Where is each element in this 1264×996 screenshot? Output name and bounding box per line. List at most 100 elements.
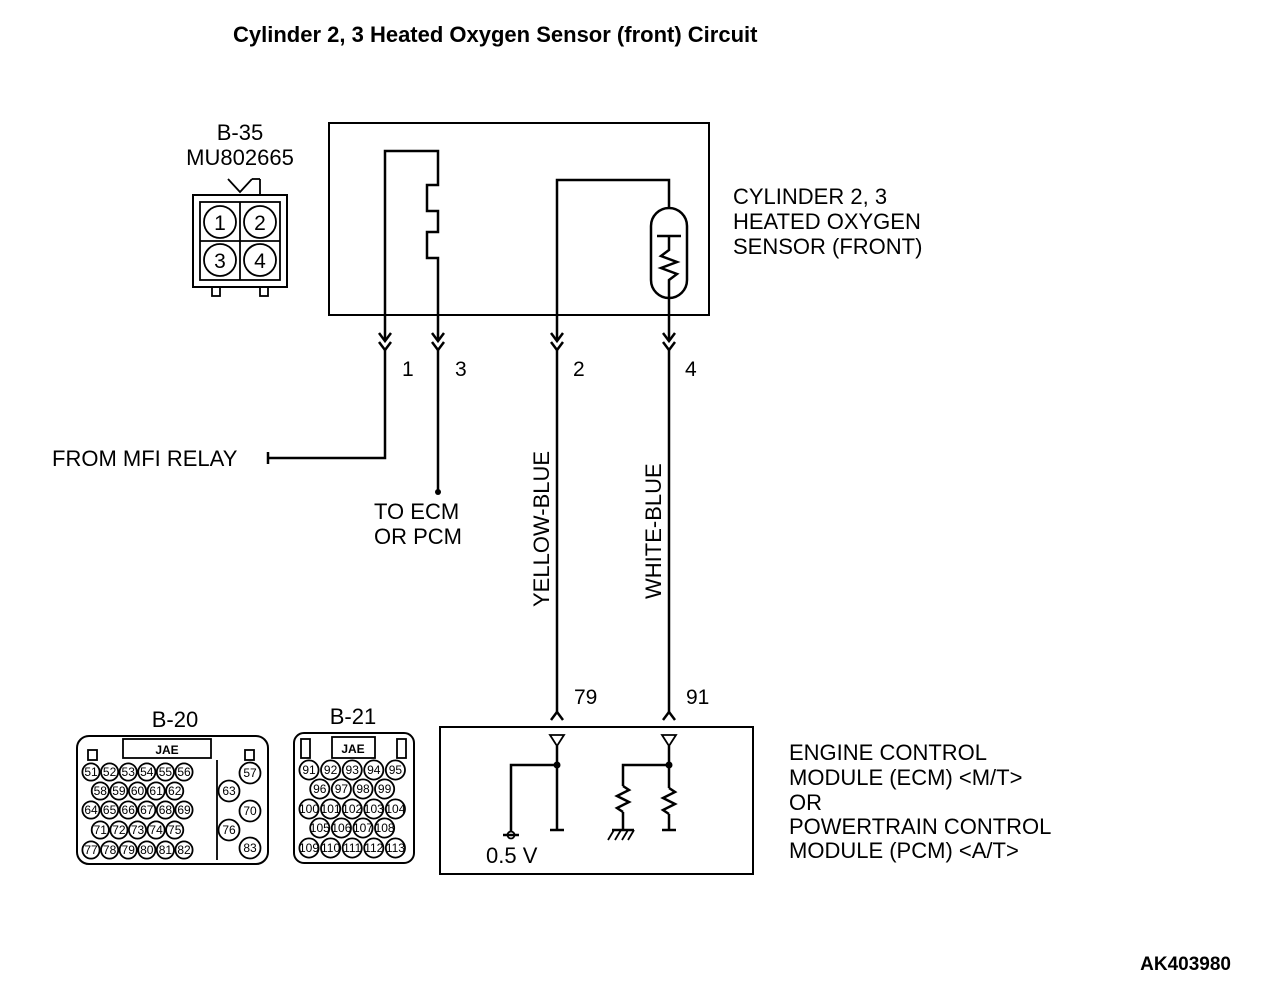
from-mfi-relay-label: FROM MFI RELAY <box>52 446 238 471</box>
connector-pin-label: 72 <box>112 823 126 837</box>
connector-pin-circle <box>341 798 363 820</box>
sensor-heater <box>555 178 689 340</box>
connector-pin-circle <box>137 840 157 860</box>
connector-pin-circle <box>309 778 331 800</box>
connector-pin-circle <box>100 840 120 860</box>
connector-pin-circle <box>298 837 320 859</box>
connector-pin-label: 83 <box>243 841 257 855</box>
connector-pin-label: 68 <box>159 803 173 817</box>
to-ecm-label: TO ECM <box>374 499 459 524</box>
connector-pin-label: 55 <box>159 765 173 779</box>
connector-pin-label: 52 <box>103 765 117 779</box>
connector-pin-label: 94 <box>367 763 381 777</box>
ecm-outline <box>439 726 754 875</box>
oxygen-sensor: CYLINDER 2, 3 HEATED OXYGEN SENSOR (FRON… <box>328 122 922 381</box>
connector-b35-pin: 1 <box>214 212 226 235</box>
connector-pin-label: 95 <box>389 763 403 777</box>
connector-pin-circle <box>217 779 241 803</box>
connector-pin-circle <box>174 762 194 782</box>
connector-pin-circle <box>374 817 396 839</box>
figure-id: AK403980 <box>1140 954 1231 975</box>
connector-pin-label: 70 <box>243 804 257 818</box>
connector-pin-label: 58 <box>94 784 108 798</box>
sensor-label: SENSOR (FRONT) <box>733 234 922 259</box>
connector-pin-circle <box>320 759 342 781</box>
connector-pin-label: 57 <box>243 766 257 780</box>
connector-pin-circle <box>174 800 194 820</box>
connector-pin-circle <box>118 762 138 782</box>
connector-pin-label: 66 <box>122 803 136 817</box>
sensor-element <box>383 149 440 340</box>
wiring <box>266 350 671 712</box>
connector-pin-label: 101 <box>321 802 341 816</box>
connector-pin-circle <box>155 800 175 820</box>
connector-pin-circle <box>90 820 110 840</box>
connector-pin-label: 108 <box>375 821 395 835</box>
connector-pin-label: 100 <box>299 802 319 816</box>
connector-pin-circle <box>137 762 157 782</box>
ecm-label: OR <box>789 790 822 815</box>
sensor-pin-label: 2 <box>573 358 585 381</box>
connector-pin-circle <box>384 798 406 820</box>
connector-b35-name: B-35 <box>217 120 263 145</box>
connector-pin-label: 69 <box>177 803 191 817</box>
connector-pin-circle <box>298 759 320 781</box>
connector-pin-circle <box>155 840 175 860</box>
connector-pin-label: 113 <box>386 841 405 855</box>
connector-pin-label: 92 <box>324 763 338 777</box>
connector-pin-label: 91 <box>302 763 316 777</box>
connector-pin-circle <box>384 837 406 859</box>
connector-pin-circle <box>118 840 138 860</box>
connector-pin-circle <box>146 781 166 801</box>
connector-pin-label: 81 <box>159 843 173 857</box>
sensor-connector-arrows <box>378 332 676 353</box>
connector-pin-label: 104 <box>385 802 405 816</box>
connector-pin-label: 75 <box>168 823 182 837</box>
connector-pin-circle <box>330 817 352 839</box>
connector-pin-label: 54 <box>140 765 154 779</box>
sensor-pin-label: 3 <box>455 358 467 381</box>
connector-b35-pin: 3 <box>214 250 226 273</box>
connector-pin-circle <box>109 820 129 840</box>
connector-pin-circle <box>137 800 157 820</box>
connector-pin-circle <box>341 837 363 859</box>
sensor-pin-label: 4 <box>685 358 697 381</box>
connector-pin-circle <box>174 840 194 860</box>
connector-pin-label: 73 <box>131 823 145 837</box>
connector-pin-circle <box>238 799 262 823</box>
connector-pin-label: 77 <box>84 843 98 857</box>
sensor-outline <box>328 122 710 316</box>
connector-pin-label: 96 <box>313 782 327 796</box>
connector-b35-pin: 4 <box>254 250 266 273</box>
ecm-label: MODULE (ECM) <M/T> <box>789 765 1022 790</box>
ecm-label: MODULE (PCM) <A/T> <box>789 838 1019 863</box>
connector-pin-circle <box>81 800 101 820</box>
connector-pin-circle <box>165 820 185 840</box>
connector-pin-label: 107 <box>353 821 373 835</box>
connector-pin-circle <box>127 781 147 801</box>
connector-b21-name: B-21 <box>330 704 376 729</box>
connector-pin-label: 99 <box>378 782 392 796</box>
sensor-pin-label: 1 <box>402 358 414 381</box>
connector-pin-circle <box>298 798 320 820</box>
connector-pin-label: 65 <box>103 803 117 817</box>
ecm-label: POWERTRAIN CONTROL <box>789 814 1051 839</box>
connector-pin-circle <box>109 781 129 801</box>
wire-color-yellow-blue: YELLOW-BLUE <box>529 451 554 607</box>
connector-pin-label: 71 <box>94 823 108 837</box>
connector-pin-label: 51 <box>84 765 98 779</box>
connector-pin-circle <box>330 778 352 800</box>
connector-pin-circle <box>320 798 342 820</box>
connector-pin-label: 110 <box>321 841 340 855</box>
connector-pin-circle <box>146 820 166 840</box>
connector-pin-circle <box>100 800 120 820</box>
connector-b20-name: B-20 <box>152 707 198 732</box>
connector-pin-label: 53 <box>122 765 136 779</box>
ecm-pin-label: 79 <box>574 686 597 709</box>
connector-pin-circle <box>217 818 241 842</box>
connector-pin-circle <box>384 759 406 781</box>
